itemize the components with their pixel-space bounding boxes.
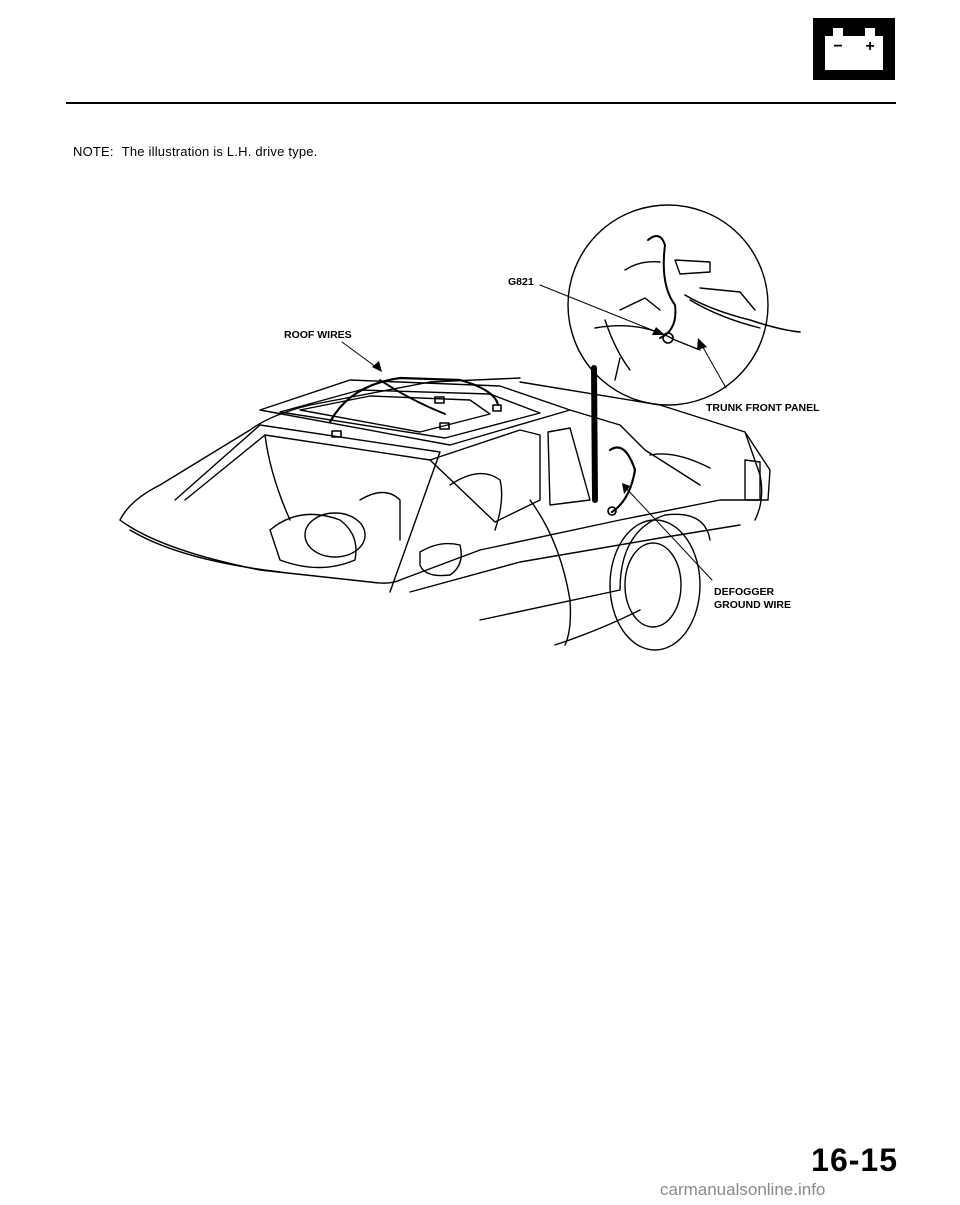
roof-wires-label: ROOF WIRES	[284, 329, 352, 341]
note-label: NOTE:	[73, 144, 114, 159]
note-text: The illustration is L.H. drive type.	[121, 144, 318, 159]
defogger-line1: DEFOGGER	[714, 586, 775, 598]
defogger-line2: GROUND WIRE	[714, 599, 791, 611]
note: NOTE: The illustration is L.H. drive type…	[73, 144, 318, 159]
battery-plus-sign: +	[865, 38, 874, 55]
watermark: carmanualsonline.info	[660, 1180, 826, 1199]
defogger-ground-wire-label: DEFOGGER GROUND WIRE	[714, 586, 791, 612]
trunk-front-panel-label: TRUNK FRONT PANEL	[706, 402, 820, 414]
page-number: 16-15	[811, 1142, 898, 1178]
g821-label: G821	[508, 276, 534, 288]
header-rule	[66, 102, 896, 104]
battery-minus-sign: −	[833, 38, 842, 55]
car-wiring-illustration	[119, 204, 801, 651]
battery-icon: − +	[813, 18, 895, 80]
